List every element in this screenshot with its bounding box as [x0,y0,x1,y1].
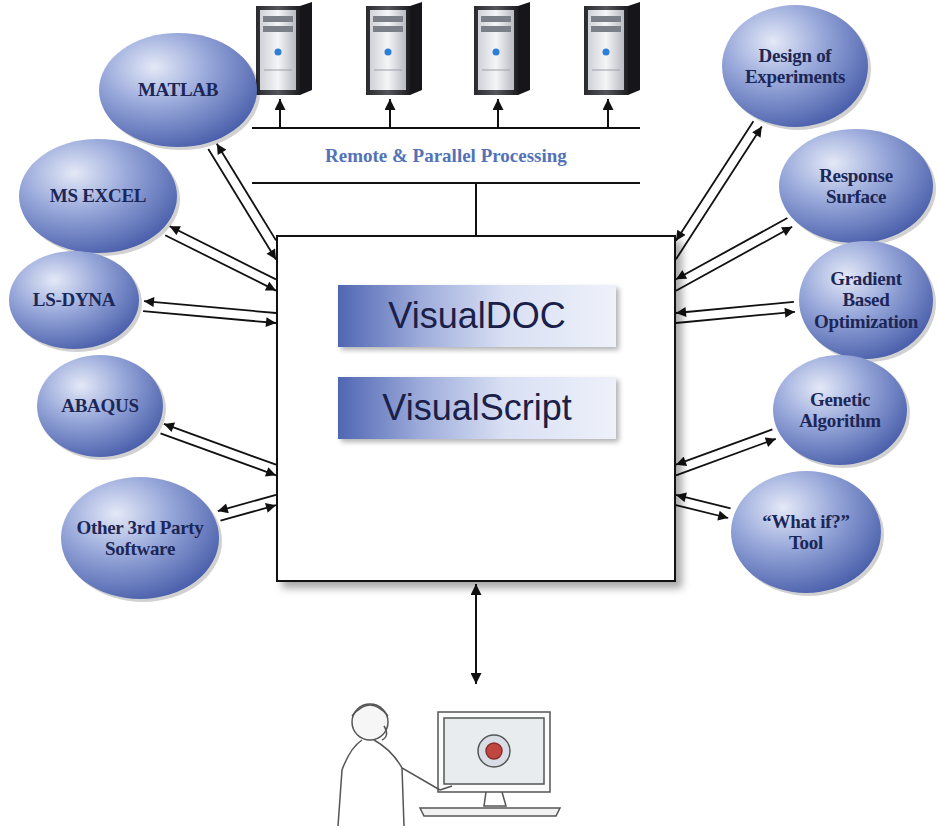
tool-ellipse: “What if?” Tool [730,470,882,594]
node-label: “What if?” Tool [750,511,862,554]
ellipse-fill [37,355,163,457]
ellipse-fill [61,477,219,599]
data-arrow [217,144,276,241]
server-tower [474,2,530,95]
data-arrow [164,424,276,465]
tool-ellipse: Genetic Algorithm [772,354,908,466]
tool-ellipse: MATLAB [98,32,258,148]
ellipse-fill [9,251,139,349]
tool-ellipse: ABAQUS [36,354,164,458]
module-bar: VisualDOC [338,285,616,347]
node-label: Design of Experiments [738,45,852,88]
ellipse-fill [731,471,881,593]
bus-label: Remote & Parallel Processing [322,145,570,167]
node-label: MS EXCEL [33,185,163,206]
system-box: VisualDOC VisualScript [276,235,676,582]
data-arrow [143,311,276,323]
server-tower [584,2,640,95]
ellipse-fill [19,139,177,253]
tool-ellipse: Gradient Based Optimization [798,240,934,360]
node-label: MATLAB [113,79,243,100]
data-arrow [161,433,277,475]
ellipse-fill [799,241,933,359]
server-tower [366,2,422,95]
ellipse-fill [779,129,933,243]
data-arrow [676,227,792,291]
node-label: ABAQUS [45,395,155,416]
ellipse-fill [99,33,257,147]
tool-ellipse: MS EXCEL [18,138,178,254]
node-label: LS-DYNA [19,289,129,310]
node-label: VisualScript [382,387,571,429]
data-arrow [218,495,276,511]
tool-ellipse: Response Surface [778,128,934,244]
data-arrow [165,235,276,290]
data-arrow [676,121,753,241]
tool-ellipse: Other 3rd Party Software [60,476,220,600]
node-label: VisualDOC [388,295,565,337]
module-bar: VisualScript [338,377,616,439]
tool-ellipse: Design of Experiments [721,4,869,128]
data-arrow [676,429,772,464]
ellipse-fill [722,5,868,127]
data-arrow [676,218,787,279]
user-link [475,584,477,684]
data-arrow [170,226,276,279]
data-arrow [676,312,795,323]
processing-bus [252,99,640,235]
tool-ellipse: LS-DYNA [8,250,140,350]
server-tower [256,2,312,95]
user-sketch [338,704,560,826]
ellipse-fill [773,355,907,465]
node-label: Gradient Based Optimization [807,268,925,332]
data-arrow [676,302,794,313]
node-label: Genetic Algorithm [790,389,890,432]
data-arrow [676,439,776,476]
data-arrow [144,301,276,313]
node-label: Other 3rd Party Software [71,517,209,560]
data-arrow [676,505,728,518]
node-label: Response Surface [800,165,912,208]
data-arrow [208,149,276,260]
